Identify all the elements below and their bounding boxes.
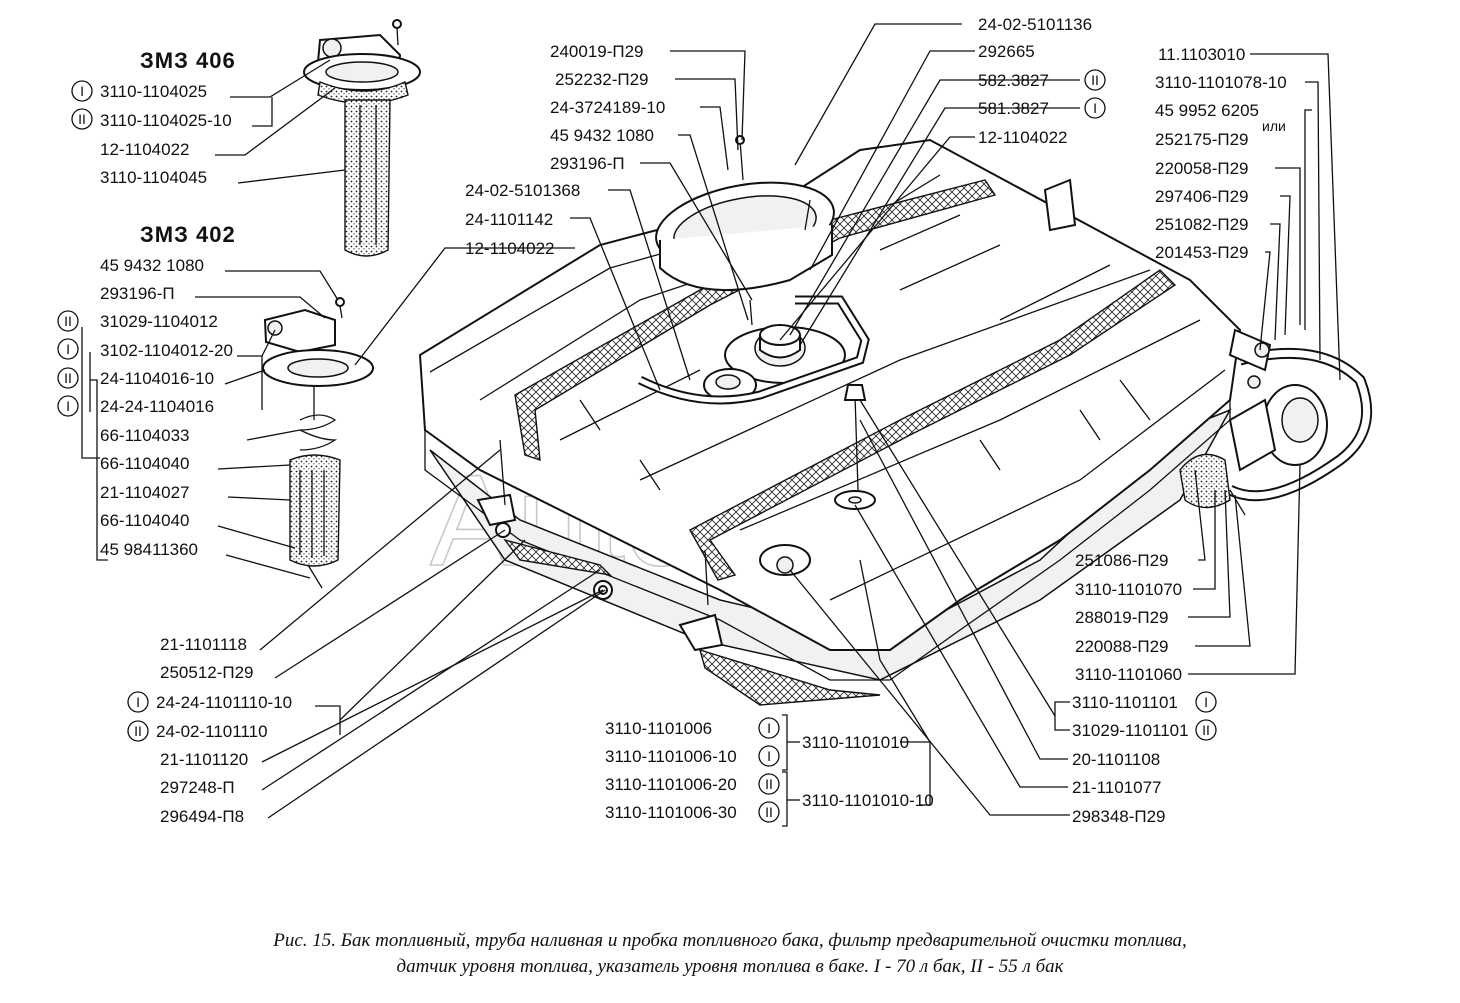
label-251082-p29: 251082-П29: [1155, 215, 1249, 234]
label-201453-p29: 201453-П29: [1155, 243, 1249, 262]
label-220088-p29: 220088-П29: [1075, 637, 1169, 656]
caption-line-2: датчик уровня топлива, указатель уровня …: [396, 956, 1064, 977]
label-3110-1101006-30: 3110-1101006-30: [605, 803, 737, 822]
sender-cover: [655, 135, 835, 292]
part-labels: 3110-1104025 3110-1104025-10 12-1104022 …: [100, 15, 1287, 826]
label-3110-1101070: 3110-1101070: [1075, 580, 1182, 599]
label-298348-p29: 298348-П29: [1072, 807, 1166, 826]
sender-zmz406: [303, 19, 421, 257]
label-12-1104022-a: 12-1104022: [100, 140, 190, 159]
fuel-filter: [1179, 328, 1373, 516]
label-3110-1104025-10: 3110-1104025-10: [100, 111, 232, 130]
label-45-9432-1080-a: 45 9432 1080: [100, 256, 204, 275]
label-582-3827: 582.3827: [978, 71, 1049, 90]
heading-zmz406: ЗМЗ 406: [140, 48, 236, 73]
label-24-02-1101110: 24-02-1101110: [156, 722, 268, 741]
sender-zmz402: [262, 297, 374, 589]
label-240019-p29: 240019-П29: [550, 42, 644, 61]
label-31029-1104012: 31029-1104012: [100, 312, 218, 331]
label-3110-1101101: 3110-1101101: [1072, 693, 1178, 712]
label-250512-p29: 250512-П29: [160, 663, 254, 682]
label-66-1104040-b: 66-1104040: [100, 511, 190, 530]
label-24-02-5101136: 24-02-5101136: [978, 15, 1092, 34]
label-24-1104016-10: 24-1104016-10: [100, 369, 214, 388]
label-3110-1104045: 3110-1104045: [100, 168, 207, 187]
label-297248-p: 297248-П: [160, 778, 235, 797]
label-31029-1101101: 31029-1101101: [1072, 721, 1189, 740]
label-293196-p-a: 293196-П: [100, 284, 175, 303]
label-20-1101108: 20-1101108: [1072, 750, 1160, 769]
label-45-9432-1080-b: 45 9432 1080: [550, 126, 654, 145]
label-3110-1101078-10: 3110-1101078-10: [1155, 73, 1287, 92]
label-24-24-1104016: 24-24-1104016: [100, 397, 214, 416]
label-12-1104022-c: 12-1104022: [978, 128, 1068, 147]
caption-line-1: Рис. 15. Бак топливный, труба наливная и…: [273, 930, 1187, 951]
label-24-3724189-10: 24-3724189-10: [550, 98, 665, 117]
label-251086-p29: 251086-П29: [1075, 551, 1169, 570]
label-21-1101118: 21-1101118: [160, 635, 247, 654]
label-3110-1101010-10: 3110-1101010-10: [802, 791, 934, 810]
label-24-1101142: 24-1101142: [465, 210, 553, 229]
label-220058-p29: 220058-П29: [1155, 159, 1249, 178]
label-293196-p-b: 293196-П: [550, 154, 625, 173]
label-3110-1101060: 3110-1101060: [1075, 665, 1182, 684]
label-45-98411360: 45 98411360: [100, 540, 198, 559]
label-21-1104027: 21-1104027: [100, 483, 190, 502]
label-21-1101077: 21-1101077: [1072, 778, 1162, 797]
label-21-1101120: 21-1101120: [160, 750, 248, 769]
label-3110-1101006-20: 3110-1101006-20: [605, 775, 737, 794]
label-66-1104033: 66-1104033: [100, 426, 190, 445]
label-292665: 292665: [978, 42, 1035, 61]
label-24-24-1101110-10: 24-24-1101110-10: [156, 693, 292, 712]
label-296494-p8: 296494-П8: [160, 807, 244, 826]
label-3110-1101006-10: 3110-1101006-10: [605, 747, 737, 766]
label-581-3827: 581.3827: [978, 99, 1049, 118]
label-3110-1101010: 3110-1101010: [802, 733, 909, 752]
label-11-1103010: 11.1103010: [1158, 45, 1245, 64]
label-3110-1104025: 3110-1104025: [100, 82, 207, 101]
leader-lines: [81, 23, 1341, 827]
label-297406-p29: 297406-П29: [1155, 187, 1249, 206]
vent-bolt: [834, 384, 876, 510]
label-3110-1101006: 3110-1101006: [605, 719, 712, 738]
heading-zmz402: ЗМЗ 402: [140, 222, 236, 247]
label-ili: или: [1262, 118, 1286, 134]
label-24-02-5101368: 24-02-5101368: [465, 181, 580, 200]
drain-plug: [759, 544, 811, 576]
label-252175-p29: 252175-П29: [1155, 130, 1249, 149]
label-66-1104040-a: 66-1104040: [100, 454, 190, 473]
label-12-1104022-b: 12-1104022: [465, 239, 555, 258]
label-252232-p29: 252232-П29: [555, 70, 649, 89]
label-3102-1104012-20: 3102-1104012-20: [100, 341, 233, 360]
label-288019-p29: 288019-П29: [1075, 608, 1169, 627]
level-sender: [703, 299, 846, 402]
label-45-9952-6205: 45 9952 6205: [1155, 101, 1259, 120]
fuel-tank: [418, 138, 1242, 706]
